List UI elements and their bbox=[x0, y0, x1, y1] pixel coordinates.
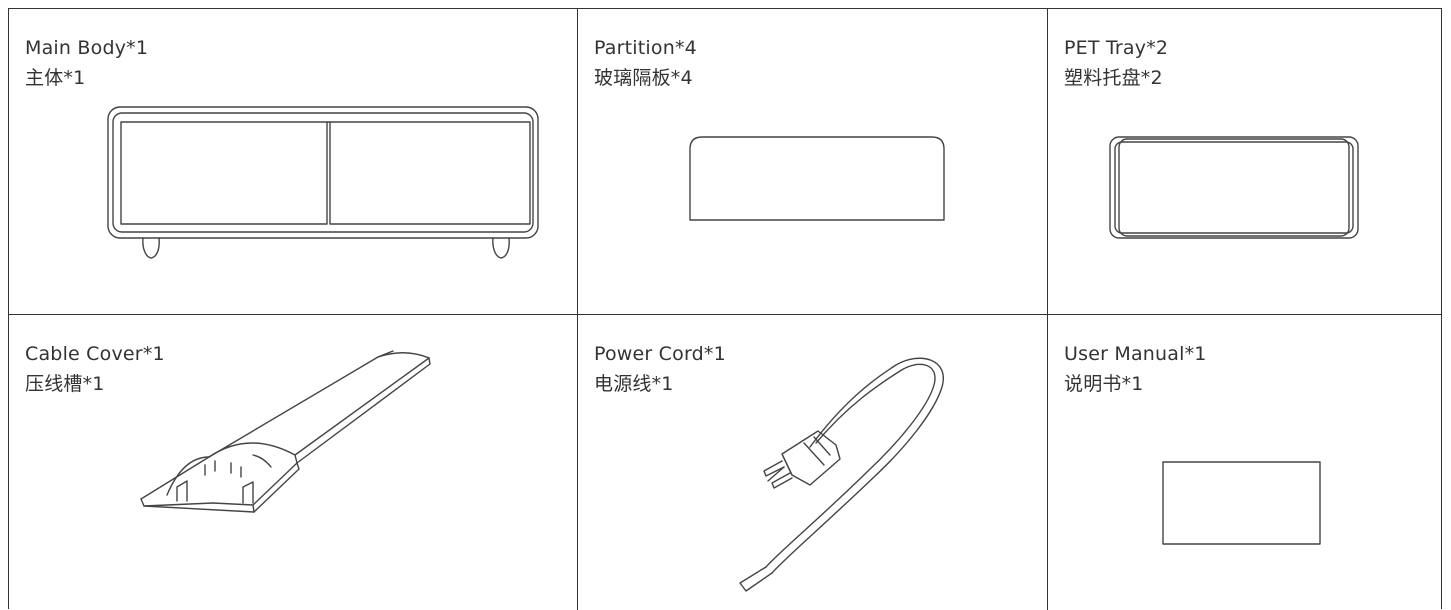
part-cell-power-cord: Power Cord*1 电源线*1 bbox=[577, 315, 1047, 610]
part-name-en: Cable Cover*1 bbox=[25, 343, 165, 365]
power-cord-icon bbox=[739, 357, 944, 592]
user-manual-icon bbox=[1162, 461, 1321, 545]
part-name-en: PET Tray*2 bbox=[1064, 37, 1169, 59]
part-cell-cable-cover: Cable Cover*1 压线槽*1 bbox=[9, 315, 577, 610]
part-name-zh: 玻璃隔板*4 bbox=[594, 67, 693, 89]
parts-list-grid: Main Body*1 主体*1 Partition*4 玻璃隔板*4 PET … bbox=[8, 8, 1442, 610]
part-name-en: Partition*4 bbox=[594, 37, 697, 59]
part-cell-main-body: Main Body*1 主体*1 bbox=[9, 9, 577, 315]
part-name-en: Main Body*1 bbox=[25, 37, 149, 59]
part-cell-user-manual: User Manual*1 说明书*1 bbox=[1047, 315, 1441, 610]
glass-partition-icon bbox=[689, 136, 945, 221]
part-name-en: User Manual*1 bbox=[1064, 343, 1207, 365]
part-name-zh: 说明书*1 bbox=[1064, 373, 1144, 395]
pet-tray-icon bbox=[1109, 136, 1359, 239]
part-name-zh: 主体*1 bbox=[25, 67, 86, 89]
part-name-zh: 电源线*1 bbox=[594, 373, 674, 395]
part-name-en: Power Cord*1 bbox=[594, 343, 726, 365]
cable-cover-icon bbox=[140, 350, 431, 513]
sideboard-cabinet-icon bbox=[107, 106, 539, 259]
part-name-zh: 压线槽*1 bbox=[25, 373, 105, 395]
part-name-zh: 塑料托盘*2 bbox=[1064, 67, 1163, 89]
part-cell-pet-tray: PET Tray*2 塑料托盘*2 bbox=[1047, 9, 1441, 315]
part-cell-partition: Partition*4 玻璃隔板*4 bbox=[577, 9, 1047, 315]
